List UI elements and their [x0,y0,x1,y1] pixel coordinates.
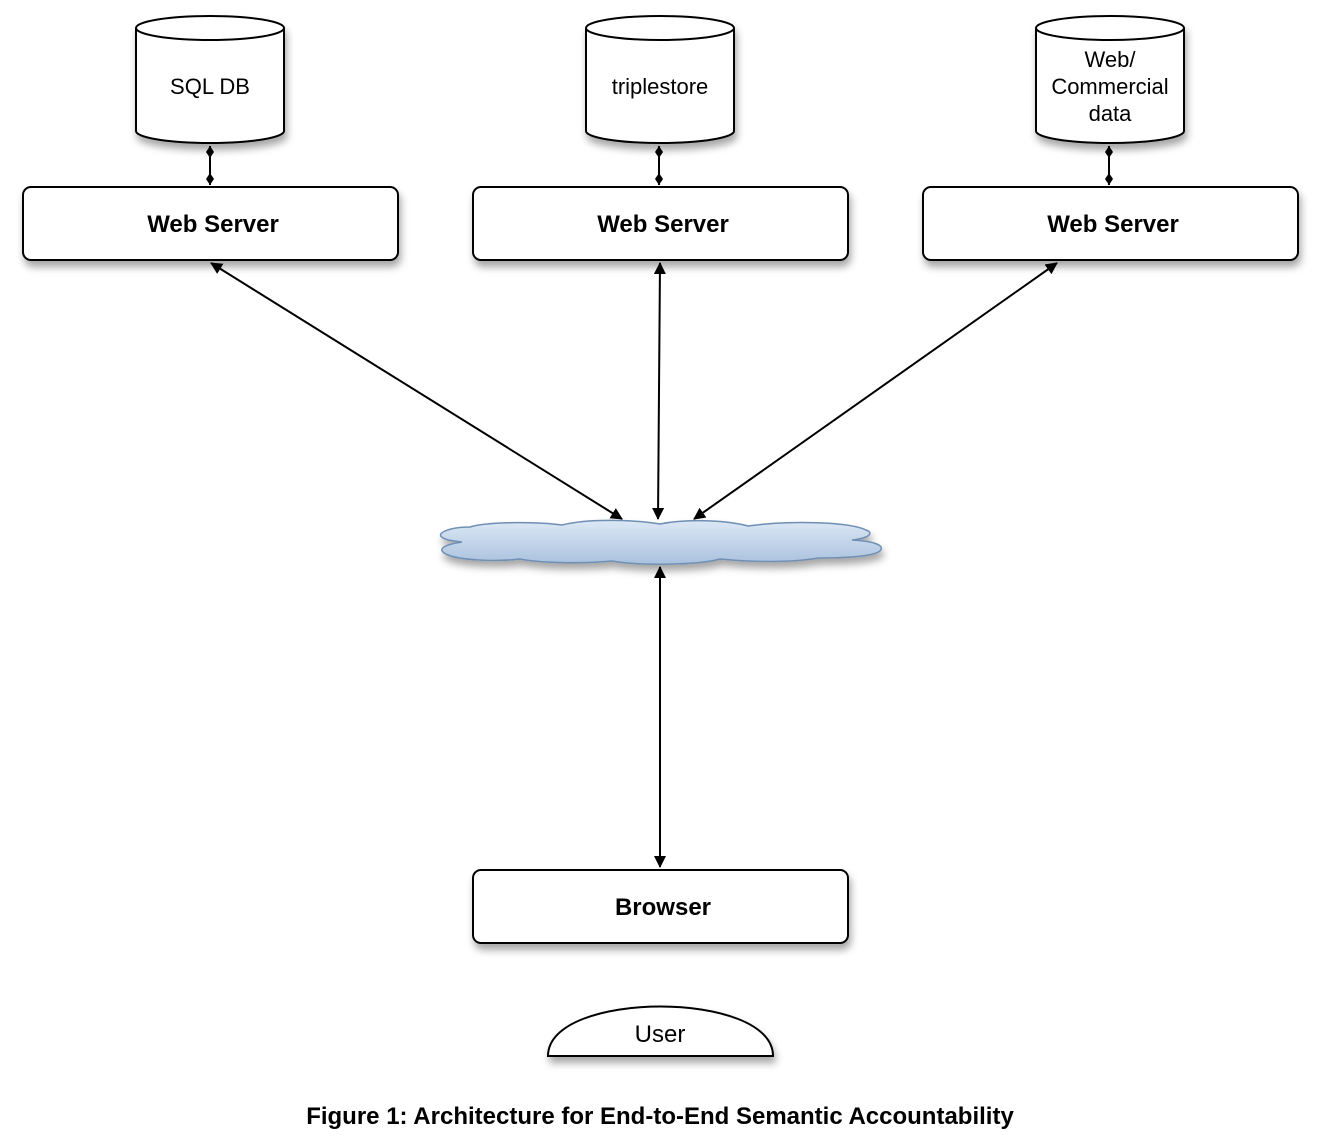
database-sql-label: SQL DB [170,74,250,99]
database-triplestore-label: triplestore [612,74,709,99]
user-shape: User [546,1005,775,1057]
web-server-3-label: Web Server [1047,211,1179,238]
browser-label: Browser [615,894,711,921]
web-server-2-label: Web Server [597,211,729,238]
server-1-cloud-arrow [210,262,623,520]
user-label: User [635,1021,686,1048]
database-web-commercial-label-line-2: Commercial [1051,74,1168,99]
figure-caption: Figure 1: Architecture for End-to-End Se… [306,1103,1014,1130]
web-server-1-label: Web Server [147,211,279,238]
server-2-cloud-arrow [652,262,666,520]
database-web-commercial-label-line-3: data [1089,101,1133,126]
database-web-commercial-label-line-1: Web/ [1085,47,1137,72]
database-triplestore: triplestore [585,15,735,144]
server-3-cloud-arrow [693,262,1058,520]
network-cloud [439,519,883,565]
web-server-1: Web Server [22,186,399,261]
database-sql: SQL DB [135,15,285,144]
database-web-commercial: Web/ Commercial data [1035,15,1185,144]
web-server-3: Web Server [922,186,1299,261]
browser-box: Browser [472,869,849,944]
web-server-2: Web Server [472,186,849,261]
